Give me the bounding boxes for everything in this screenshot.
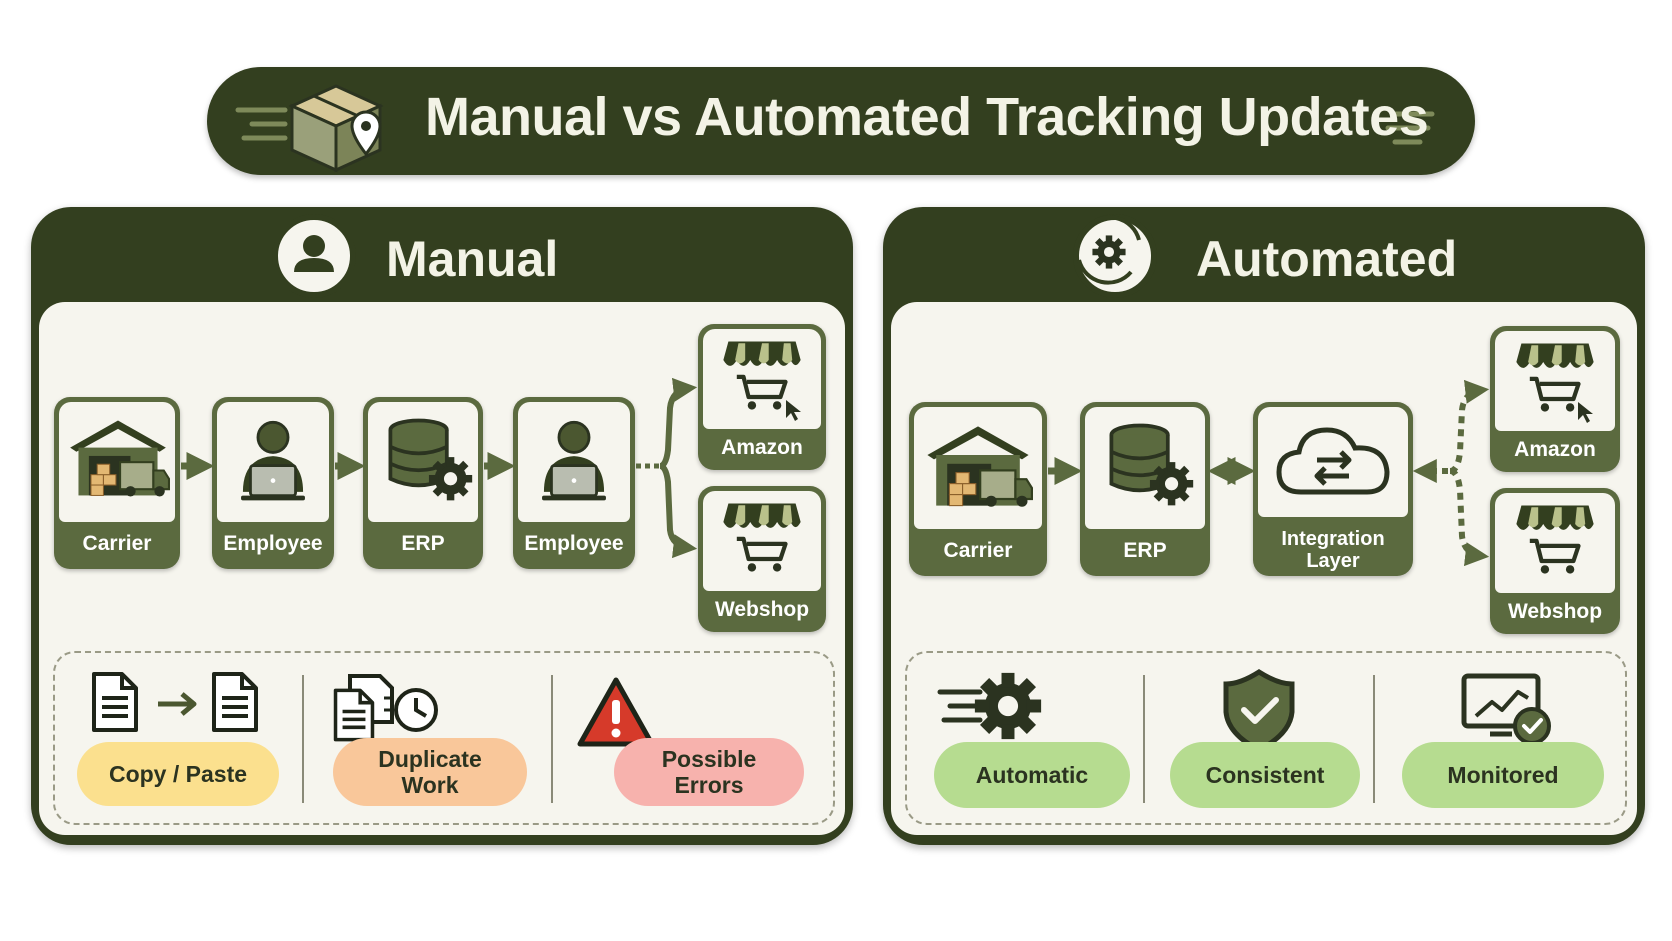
node-label: Carrier bbox=[943, 539, 1013, 562]
package-location-icon bbox=[288, 84, 384, 173]
automated-target-webshop: Webshop bbox=[1490, 488, 1620, 634]
copy-paste-label: Copy / Paste bbox=[77, 742, 279, 806]
manual-node-erp: ERP bbox=[363, 397, 483, 569]
node-label: Amazon bbox=[721, 436, 803, 459]
manual-target-amazon: Amazon bbox=[698, 324, 826, 470]
page-title: Manual vs Automated Tracking Updates bbox=[425, 87, 1429, 147]
title-banner bbox=[207, 67, 1475, 175]
automated-node-erp: ERP bbox=[1080, 402, 1210, 576]
node-label: Employee bbox=[223, 532, 323, 555]
fast-gear-icon bbox=[937, 670, 1044, 742]
automated-benefits-box bbox=[905, 651, 1627, 825]
manual-node-employee-1: Employee bbox=[212, 397, 334, 569]
automated-target-amazon: Amazon bbox=[1490, 326, 1620, 472]
manual-node-employee-2: Employee bbox=[513, 397, 635, 569]
automatic-label: Automatic bbox=[934, 742, 1130, 808]
monitored-label: Monitored bbox=[1402, 742, 1604, 808]
manual-title: Manual bbox=[386, 231, 559, 287]
node-label: Webshop bbox=[1507, 600, 1603, 623]
divider bbox=[302, 675, 304, 803]
automated-title: Automated bbox=[1196, 231, 1458, 287]
divider bbox=[1373, 675, 1375, 803]
manual-node-carrier: Carrier bbox=[54, 397, 180, 569]
warning-icon bbox=[577, 677, 655, 747]
node-label: ERP bbox=[1123, 539, 1167, 562]
node-label: Webshop bbox=[714, 598, 810, 621]
automated-node-carrier: Carrier bbox=[909, 402, 1047, 576]
node-label: Employee bbox=[524, 532, 624, 555]
consistent-label: Consistent bbox=[1170, 742, 1360, 808]
duplicate-clock-icon bbox=[333, 674, 438, 742]
speed-lines-left-icon bbox=[235, 107, 288, 141]
node-label: Carrier bbox=[82, 532, 152, 555]
manual-issues-box bbox=[53, 651, 835, 825]
divider bbox=[1143, 675, 1145, 803]
manual-target-webshop: Webshop bbox=[698, 486, 826, 632]
divider bbox=[551, 675, 553, 803]
node-label: Amazon bbox=[1514, 438, 1596, 461]
copy-documents-icon bbox=[92, 672, 258, 732]
shield-check-icon bbox=[1223, 669, 1295, 753]
speed-lines-right-icon bbox=[1385, 111, 1435, 145]
node-label: ERP bbox=[401, 532, 445, 555]
monitor-check-icon bbox=[1461, 673, 1551, 745]
